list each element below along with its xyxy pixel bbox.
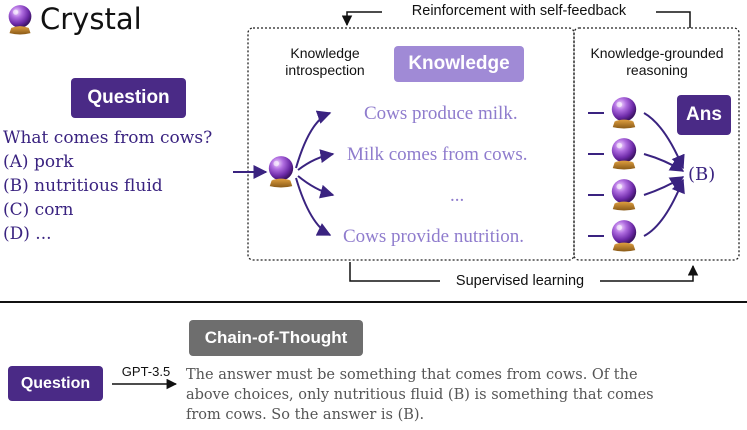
choice-c: (C) corn xyxy=(3,200,74,220)
crystal-ball-icon xyxy=(268,156,294,188)
feedback-label: Reinforcement with self-feedback xyxy=(382,3,656,19)
crystal-ball-icon xyxy=(611,220,637,252)
fan-arrow-1 xyxy=(295,110,332,169)
converge-arrow-4 xyxy=(643,178,685,237)
cot-badge: Chain-of-Thought xyxy=(189,320,363,356)
fan-arrow-2 xyxy=(297,149,335,171)
cot-line-3: from cows. So the answer is (B). xyxy=(186,407,425,423)
reasoning-label: Knowledge-grounded reasoning xyxy=(590,45,724,78)
choice-a: (A) pork xyxy=(3,152,74,172)
answer-text: (B) xyxy=(688,164,716,185)
question-badge: Question xyxy=(71,78,186,118)
introspection-label: Knowledge introspection xyxy=(285,45,365,78)
question-text: What comes from cows? xyxy=(3,128,213,148)
crystal-ball-icon xyxy=(8,5,32,35)
crystal-ball-icon xyxy=(611,97,637,129)
cot-question-badge: Question xyxy=(8,366,103,401)
crystal-ball-icon xyxy=(611,138,637,170)
knowledge-item: Milk comes from cows. xyxy=(347,144,528,165)
ans-badge: Ans xyxy=(677,95,731,135)
cot-line-1: The answer must be something that comes … xyxy=(186,367,638,383)
fan-arrow-4 xyxy=(295,177,332,236)
cot-line-2: above choices, only nutritious fluid (B)… xyxy=(186,387,654,403)
choice-d: (D) ... xyxy=(3,224,52,244)
knowledge-badge: Knowledge xyxy=(394,46,524,82)
knowledge-item: Cows produce milk. xyxy=(364,103,518,124)
knowledge-item: Cows provide nutrition. xyxy=(343,226,525,247)
crystal-ball-icon xyxy=(611,179,637,211)
introspection-box xyxy=(247,27,575,261)
converge-arrow-2 xyxy=(643,153,685,172)
fan-arrow-3 xyxy=(297,175,335,199)
reasoning-box xyxy=(573,27,740,261)
supervised-label: Supervised learning xyxy=(440,273,600,289)
page-title: Crystal xyxy=(40,2,142,36)
knowledge-item: ... xyxy=(450,185,465,206)
gpt-label: GPT-3.5 xyxy=(121,364,171,379)
choice-b: (B) nutritious fluid xyxy=(3,176,163,196)
